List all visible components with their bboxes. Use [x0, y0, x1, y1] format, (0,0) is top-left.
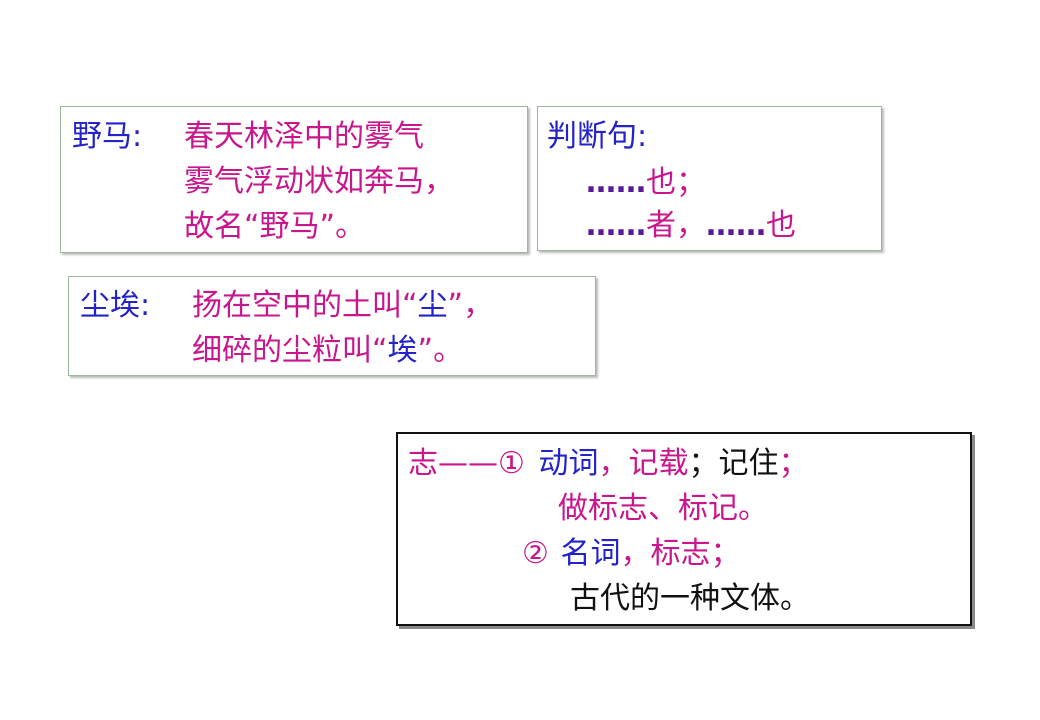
chenai-line-1: 尘埃: 扬在空中的土叫“尘”， — [80, 288, 493, 324]
ellipsis: …… — [586, 165, 646, 200]
yema-definition-line-1: 春天林泽中的雾气 — [184, 119, 424, 154]
sense-2-number: ② — [522, 536, 549, 571]
panduanju-pattern-1: ……也； — [586, 165, 706, 201]
panduanju-title: 判断句 — [547, 119, 637, 154]
zhi-sense-1-line-2: 做标志、标记。 — [558, 491, 768, 526]
chenai-definition-line-2: 细碎的尘粒叫“埃”。 — [192, 333, 464, 368]
yema-box: 野马: 春天林泽中的雾气 雾气浮动状如奔马， 故名“野马”。 — [60, 106, 528, 253]
yema-term: 野马 — [72, 119, 132, 154]
pattern-2-tail: 也 — [766, 208, 796, 243]
sense-1-meaning-a: 记载 — [628, 446, 689, 481]
pattern-1-tail: 也； — [646, 165, 706, 200]
pattern-2-mid: 者， — [646, 208, 706, 243]
chen-character: 尘 — [417, 288, 448, 323]
chenai-term: 尘埃 — [80, 288, 140, 323]
zhi-term: 志——① — [408, 446, 525, 481]
zhi-sense-2-line-1: ② 名词，标志； — [522, 536, 741, 571]
panduanju-box: 判断句: ……也； ……者，……也 — [537, 106, 882, 251]
panduanju-title-line: 判断句: — [547, 119, 647, 155]
zhi-box: 志——① 动词，记载；记住； 做标志、标记。 ② 名词，标志； 古代的一种文体。 — [396, 432, 972, 626]
chenai-definition-line-1: 扬在空中的土叫“尘”， — [192, 288, 494, 323]
sense-1-pos: 动词 — [538, 446, 599, 481]
ai-character: 埃 — [387, 333, 418, 368]
chenai-colon: : — [140, 288, 151, 323]
zhi-sense-2-line-2: 古代的一种文体。 — [570, 581, 810, 616]
chenai-box: 尘埃: 扬在空中的土叫“尘”， 细碎的尘粒叫“埃”。 — [68, 276, 596, 376]
ellipsis: …… — [586, 208, 646, 243]
yema-line-1: 野马: 春天林泽中的雾气 — [72, 119, 424, 155]
yema-definition-line-3: 故名“野马”。 — [184, 209, 366, 244]
ellipsis: …… — [706, 208, 766, 243]
yema-colon: : — [132, 119, 143, 154]
panduanju-pattern-2: ……者，……也 — [586, 208, 796, 244]
sense-2-meaning: 标志； — [650, 536, 741, 571]
yema-definition-line-2: 雾气浮动状如奔马， — [184, 164, 454, 199]
zhi-sense-1-line-1: 志——① 动词，记载；记住； — [408, 446, 809, 481]
sense-2-pos: 名词 — [560, 536, 621, 571]
sense-1-meaning-b: 记住 — [718, 446, 779, 481]
panduanju-colon: : — [637, 119, 648, 154]
